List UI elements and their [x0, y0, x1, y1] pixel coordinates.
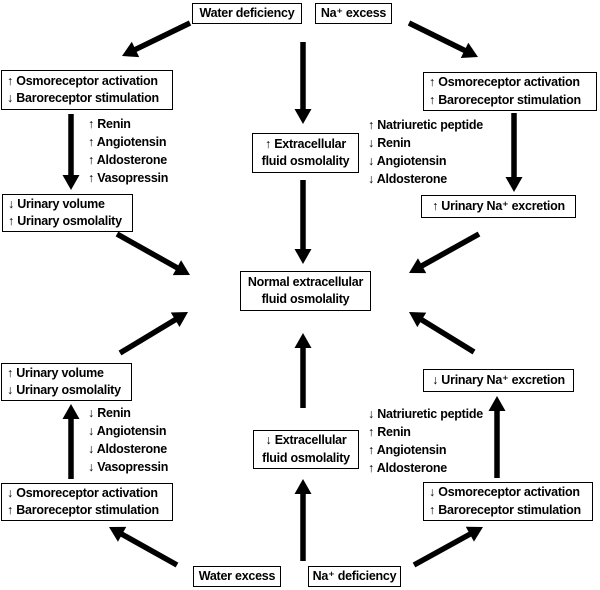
note-renin-angiotensin-down: ↓ Renin ↓ Angiotensin ↓ Aldosterone ↓ Va… [88, 406, 169, 474]
box-urinary-na-excretion-down: ↓ Urinary Na⁺ excretion [423, 369, 574, 392]
box-ecf-osmolality-up: ↑ Extracellular fluid osmolality [252, 133, 359, 173]
box-osmoreceptor-up-baroreceptor-down: ↑ Osmoreceptor activation ↓ Baroreceptor… [1, 70, 173, 110]
box-na-excess: Na⁺ excess [315, 3, 392, 24]
box-ecf-osmolality-down: ↓ Extracellular fluid osmolality [253, 430, 359, 469]
box-na-deficiency: Na⁺ deficiency [308, 566, 401, 587]
note-natriuretic-peptide-up: ↑ Natriuretic peptide ↓ Renin ↓ Angioten… [368, 118, 483, 186]
box-osmoreceptor-down-baroreceptor-up-left: ↓ Osmoreceptor activation ↑ Baroreceptor… [1, 483, 173, 521]
box-osmoreceptor-up-baroreceptor-up: ↑ Osmoreceptor activation ↑ Baroreceptor… [423, 72, 597, 111]
box-water-excess: Water excess [193, 566, 281, 587]
box-urinary-volume-up-osmolality-down: ↑ Urinary volume ↓ Urinary osmolality [1, 363, 132, 401]
box-urinary-na-excretion-up: ↑ Urinary Na⁺ excretion [421, 195, 576, 218]
box-water-deficiency: Water deficiency [192, 3, 302, 24]
box-osmoreceptor-down-baroreceptor-up-right: ↓ Osmoreceptor activation ↑ Baroreceptor… [423, 482, 593, 521]
box-urinary-volume-down-osmolality-up: ↓ Urinary volume ↑ Urinary osmolality [2, 194, 133, 232]
note-renin-angiotensin-up: ↑ Renin ↑ Angiotensin ↑ Aldosterone ↑ Va… [88, 117, 169, 185]
note-natriuretic-peptide-down: ↓ Natriuretic peptide ↑ Renin ↑ Angioten… [368, 407, 483, 475]
box-normal-ecf-osmolality: Normal extracellular fluid osmolality [240, 271, 371, 311]
